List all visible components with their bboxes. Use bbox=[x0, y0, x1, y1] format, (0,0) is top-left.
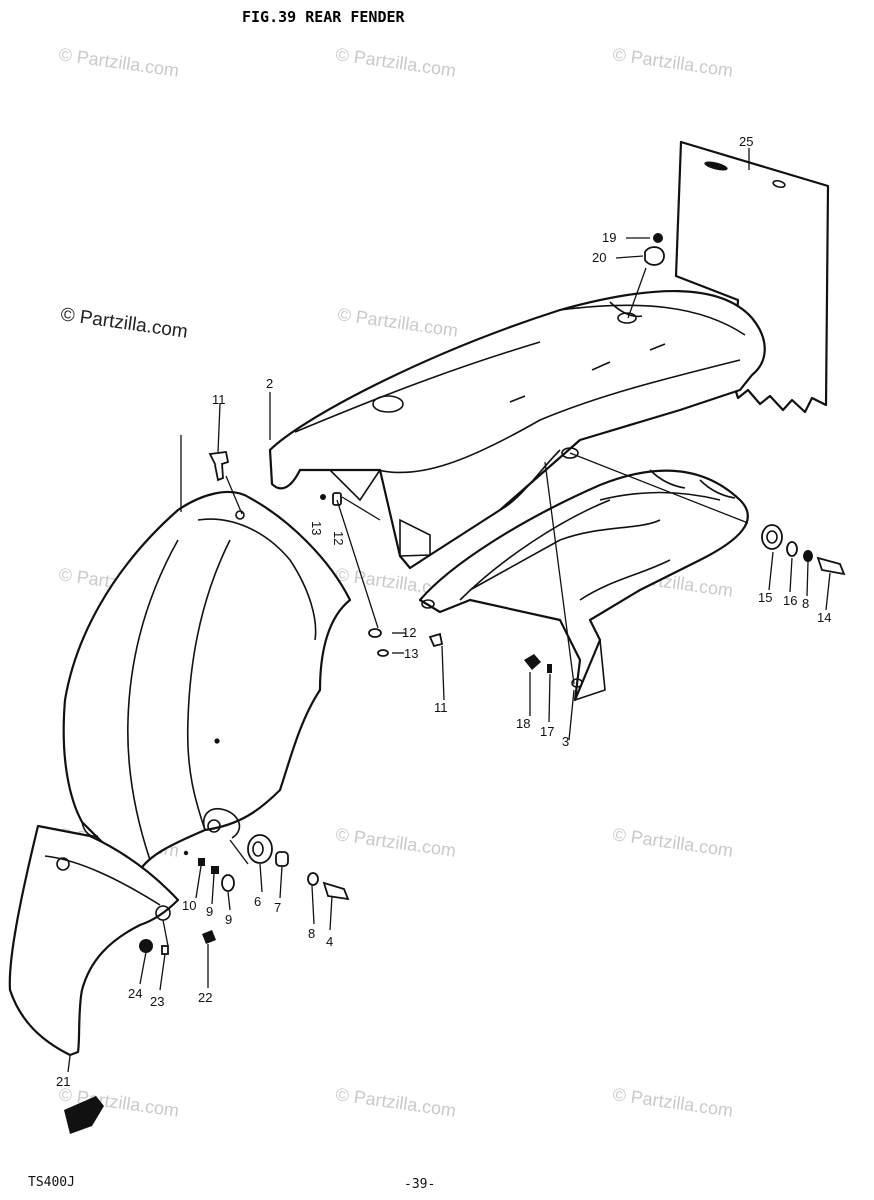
leader-lines bbox=[67, 148, 831, 1073]
label-3: 3 bbox=[562, 734, 569, 749]
label-18: 18 bbox=[516, 716, 530, 731]
label-6: 6 bbox=[254, 894, 261, 909]
label-20: 20 bbox=[592, 250, 606, 265]
watermark: © Partzilla.com bbox=[334, 824, 457, 861]
part-2-rear-fender[interactable] bbox=[268, 290, 766, 570]
watermark: © Partzilla.com bbox=[59, 304, 189, 343]
label-17: 17 bbox=[540, 724, 554, 739]
label-25: 25 bbox=[739, 134, 753, 149]
watermark: © Partzilla.com bbox=[611, 44, 734, 81]
label-14: 14 bbox=[817, 610, 831, 625]
label-9-b: 9 bbox=[225, 912, 232, 927]
model-code: TS400J bbox=[28, 1175, 75, 1190]
figure-title: FIG.39 REAR FENDER bbox=[242, 8, 406, 26]
label-24: 24 bbox=[128, 986, 142, 1001]
part-21-mud-guard[interactable] bbox=[8, 821, 180, 1057]
label-11-upper: 11 bbox=[212, 392, 226, 407]
label-11-center: 11 bbox=[434, 700, 448, 715]
label-2: 2 bbox=[266, 376, 273, 391]
label-12-center: 12 bbox=[402, 625, 416, 640]
label-16: 16 bbox=[783, 593, 797, 608]
hardware-group bbox=[64, 233, 846, 1134]
label-13-center: 13 bbox=[404, 646, 418, 661]
watermark: © Partzilla.com bbox=[611, 1084, 734, 1121]
part-11-bolt-upper[interactable] bbox=[208, 451, 230, 482]
label-7: 7 bbox=[274, 900, 281, 915]
label-8-right: 8 bbox=[802, 596, 809, 611]
label-19: 19 bbox=[602, 230, 616, 245]
watermark: © Partzilla.com bbox=[611, 824, 734, 861]
watermark: © Partzilla.com bbox=[334, 1084, 457, 1121]
watermark: © Partzilla.com bbox=[334, 44, 457, 81]
label-4: 4 bbox=[326, 934, 333, 949]
label-9-a: 9 bbox=[206, 904, 213, 919]
watermark: © Partzilla.com bbox=[57, 44, 180, 81]
page-number: -39- bbox=[404, 1177, 435, 1192]
watermark: © Partzilla.com bbox=[336, 304, 459, 341]
label-23: 23 bbox=[150, 994, 164, 1009]
label-22: 22 bbox=[198, 990, 212, 1005]
label-15: 15 bbox=[758, 590, 772, 605]
part-labels: 25 19 20 2 11 13 12 12 13 11 3 15 16 8 1… bbox=[56, 134, 831, 1089]
label-21: 21 bbox=[56, 1074, 70, 1089]
part-3-fender-bracket[interactable] bbox=[418, 469, 749, 702]
part-1-rear-fender-front[interactable] bbox=[62, 490, 352, 872]
label-12-upper: 12 bbox=[331, 531, 346, 545]
label-10: 10 bbox=[182, 898, 196, 913]
label-8-left: 8 bbox=[308, 926, 315, 941]
label-13-upper: 13 bbox=[309, 521, 324, 535]
